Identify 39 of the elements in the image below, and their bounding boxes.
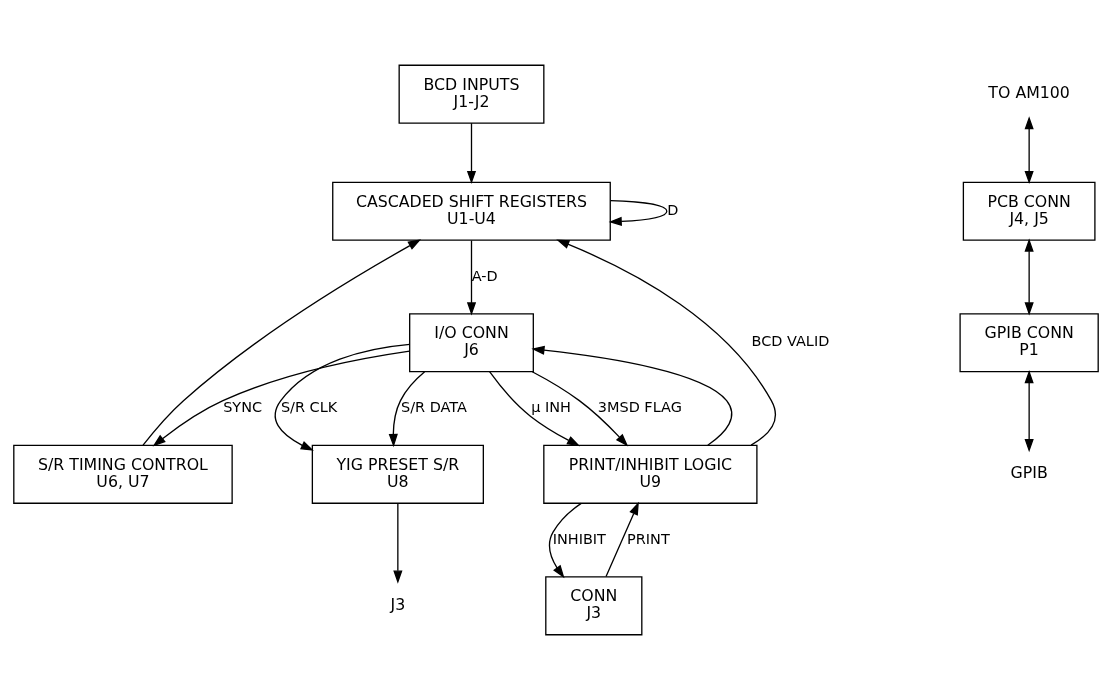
- arrow: [1024, 238, 1034, 316]
- arrow: [152, 350, 411, 447]
- edge-label: 3MSD FLAG: [597, 399, 682, 416]
- node-box: PCB CONN J4, J5: [962, 181, 1096, 241]
- node-box: CONN J3: [545, 576, 643, 636]
- node-text: J3: [390, 594, 406, 614]
- arrow: [531, 371, 629, 447]
- edge-label: PRINT: [627, 530, 670, 547]
- node-text: GPIB: [1010, 463, 1048, 483]
- edge-label: S/R DATA: [401, 399, 467, 416]
- edge-label: A-D: [471, 267, 498, 284]
- edge-label: BCD VALID: [751, 333, 830, 350]
- node-box: PRINT/INHIBIT LOGIC U9: [543, 444, 758, 504]
- arrow: [556, 239, 777, 446]
- arrow: [466, 239, 477, 316]
- node-box: S/R TIMING CONTROL U6, U7: [13, 444, 233, 504]
- arrow: [1024, 116, 1034, 185]
- node-text: TO AM100: [988, 83, 1070, 103]
- arrow: [548, 502, 582, 579]
- edge-label: µ INH: [531, 399, 571, 416]
- edge-label: INHIBIT: [552, 530, 606, 547]
- arrow: [1024, 370, 1034, 453]
- edge-label: D: [667, 201, 679, 218]
- arrow: [488, 371, 581, 447]
- node-box: BCD INPUTS J1-J2: [398, 64, 545, 124]
- arrow: [466, 122, 477, 185]
- arrow: [393, 502, 403, 584]
- arrow: [605, 501, 639, 578]
- arrow: [142, 239, 422, 446]
- node-box: YIG PRESET S/R U8: [311, 444, 484, 504]
- node-box: I/O CONN J6: [409, 313, 534, 373]
- arrow: [531, 345, 733, 446]
- arrow: [608, 199, 668, 227]
- edge-label: S/R CLK: [280, 399, 338, 416]
- arrow: [274, 343, 411, 451]
- edge-label: SYNC: [223, 399, 263, 416]
- arrow: [388, 371, 426, 448]
- node-box: CASCADED SHIFT REGISTERS U1-U4: [332, 181, 611, 241]
- node-box: GPIB CONN P1: [959, 313, 1099, 373]
